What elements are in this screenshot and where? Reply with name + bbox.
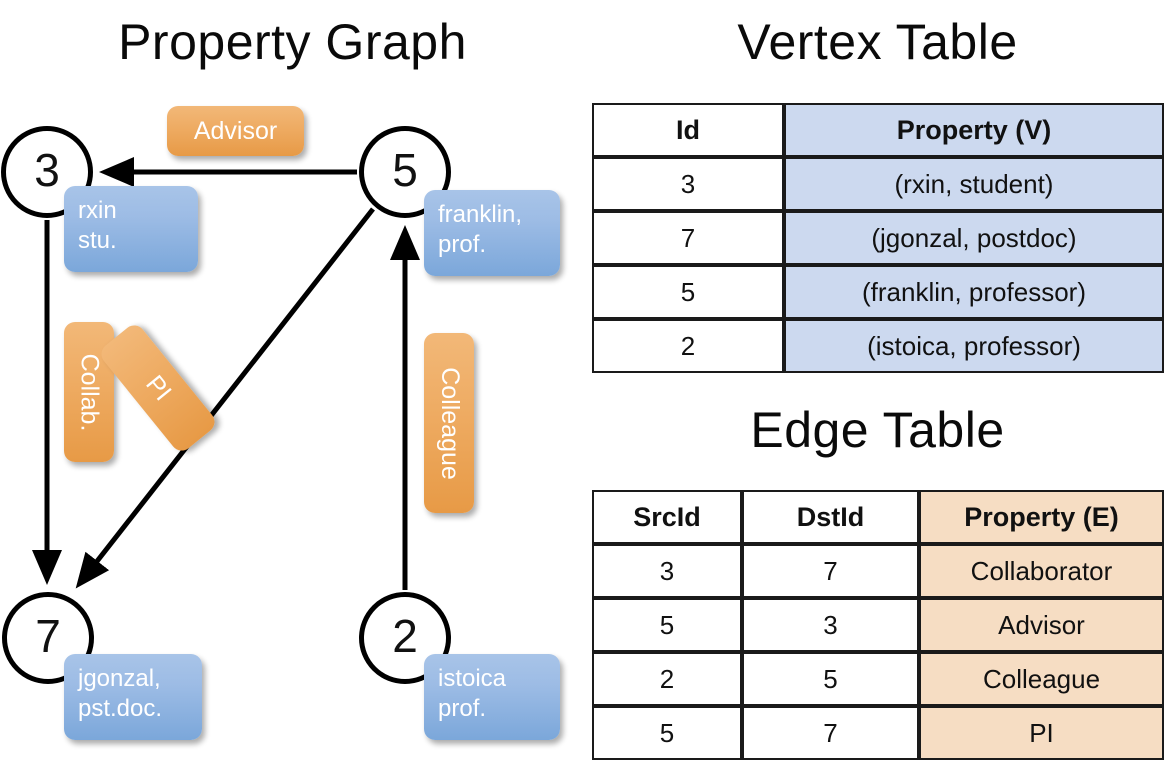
edge-label-colleague-text: Colleague <box>435 366 464 480</box>
vertex-property-box-jgonzal[interactable]: jgonzal, pst.doc. <box>64 654 202 740</box>
vertex-property-box-franklin[interactable]: franklin, prof. <box>424 190 560 276</box>
edge-label-advisor-text: Advisor <box>193 116 278 145</box>
edge-table-header-srcid: SrcId <box>592 490 742 544</box>
edge-arrow-pi <box>75 207 375 589</box>
edge-cell-dstid: 5 <box>742 652 919 706</box>
edge-cell-property: Colleague <box>919 652 1164 706</box>
page-title-edge-table: Edge Table <box>750 402 1005 458</box>
vertex-cell-property: (istoica, professor) <box>784 319 1164 373</box>
edge-table-header-property: Property (E) <box>919 490 1164 544</box>
edge-cell-srcid: 5 <box>592 706 742 760</box>
graph-node-3-label: 3 <box>34 144 60 196</box>
property-graph-panel: Property Graph 3 5 7 2 <box>1 14 560 740</box>
graph-node-2[interactable]: 2 <box>359 592 451 684</box>
vertex-cell-property: (franklin, professor) <box>784 265 1164 319</box>
vertex-property-jgonzal-line1: jgonzal, <box>78 665 161 692</box>
page-title-property-graph: Property Graph <box>118 14 467 70</box>
vertex-property-box-istoica[interactable]: istoica prof. <box>424 654 560 740</box>
graph-node-5-label: 5 <box>392 144 418 196</box>
vertex-property-box-rxin[interactable]: rxin stu. <box>64 186 198 272</box>
edge-label-box-advisor[interactable]: Advisor <box>167 106 304 156</box>
edge-table: SrcId DstId Property (E) 3 7 Collaborato… <box>592 490 1164 760</box>
vertex-property-jgonzal-line2: pst.doc. <box>78 695 163 722</box>
vertex-property-franklin-line2: prof. <box>438 231 487 258</box>
edge-cell-srcid: 3 <box>592 544 742 598</box>
edge-cell-property: Advisor <box>919 598 1164 652</box>
vertex-cell-property: (rxin, student) <box>784 157 1164 211</box>
table-row[interactable]: 5 7 PI <box>592 706 1164 760</box>
table-row[interactable]: 5 (franklin, professor) <box>592 265 1164 319</box>
graph-edges-layer <box>32 157 420 590</box>
edge-cell-dstid: 7 <box>742 544 919 598</box>
edge-cell-srcid: 2 <box>592 652 742 706</box>
vertex-table-header-property: Property (V) <box>784 103 1164 157</box>
table-row[interactable]: 3 7 Collaborator <box>592 544 1164 598</box>
edge-cell-srcid: 5 <box>592 598 742 652</box>
vertex-table-header-id: Id <box>592 103 784 157</box>
edge-cell-dstid: 3 <box>742 598 919 652</box>
table-row[interactable]: 7 (jgonzal, postdoc) <box>592 211 1164 265</box>
vertex-cell-id: 2 <box>592 319 784 373</box>
edge-cell-property: Collaborator <box>919 544 1164 598</box>
vertex-cell-property: (jgonzal, postdoc) <box>784 211 1164 265</box>
vertex-cell-id: 5 <box>592 265 784 319</box>
vertex-property-istoica-line1: istoica <box>438 665 507 692</box>
page-title-vertex-table: Vertex Table <box>737 14 1018 70</box>
vertex-table-header-row: Id Property (V) <box>592 103 1164 157</box>
graph-node-5[interactable]: 5 <box>359 126 451 218</box>
vertex-property-franklin-line1: franklin, <box>438 201 523 228</box>
edge-cell-dstid: 7 <box>742 706 919 760</box>
graph-node-2-label: 2 <box>392 610 418 662</box>
vertex-property-rxin-line1: rxin <box>78 197 117 224</box>
table-row[interactable]: 2 (istoica, professor) <box>592 319 1164 373</box>
graph-node-7-label: 7 <box>35 610 61 662</box>
vertex-property-rxin-line2: stu. <box>78 227 117 254</box>
vertex-table: Id Property (V) 3 (rxin, student) 7 (jgo… <box>592 103 1164 373</box>
edge-table-header-row: SrcId DstId Property (E) <box>592 490 1164 544</box>
table-row[interactable]: 5 3 Advisor <box>592 598 1164 652</box>
edge-table-header-dstid: DstId <box>742 490 919 544</box>
vertex-property-istoica-line2: prof. <box>438 695 487 722</box>
vertex-cell-id: 7 <box>592 211 784 265</box>
table-row[interactable]: 2 5 Colleague <box>592 652 1164 706</box>
edge-label-collab-text: Collab. <box>75 353 104 431</box>
table-row[interactable]: 3 (rxin, student) <box>592 157 1164 211</box>
vertex-cell-id: 3 <box>592 157 784 211</box>
edge-label-box-colleague[interactable]: Colleague <box>424 333 474 513</box>
edge-label-pi-text: PI <box>140 369 177 406</box>
edge-cell-property: PI <box>919 706 1164 760</box>
